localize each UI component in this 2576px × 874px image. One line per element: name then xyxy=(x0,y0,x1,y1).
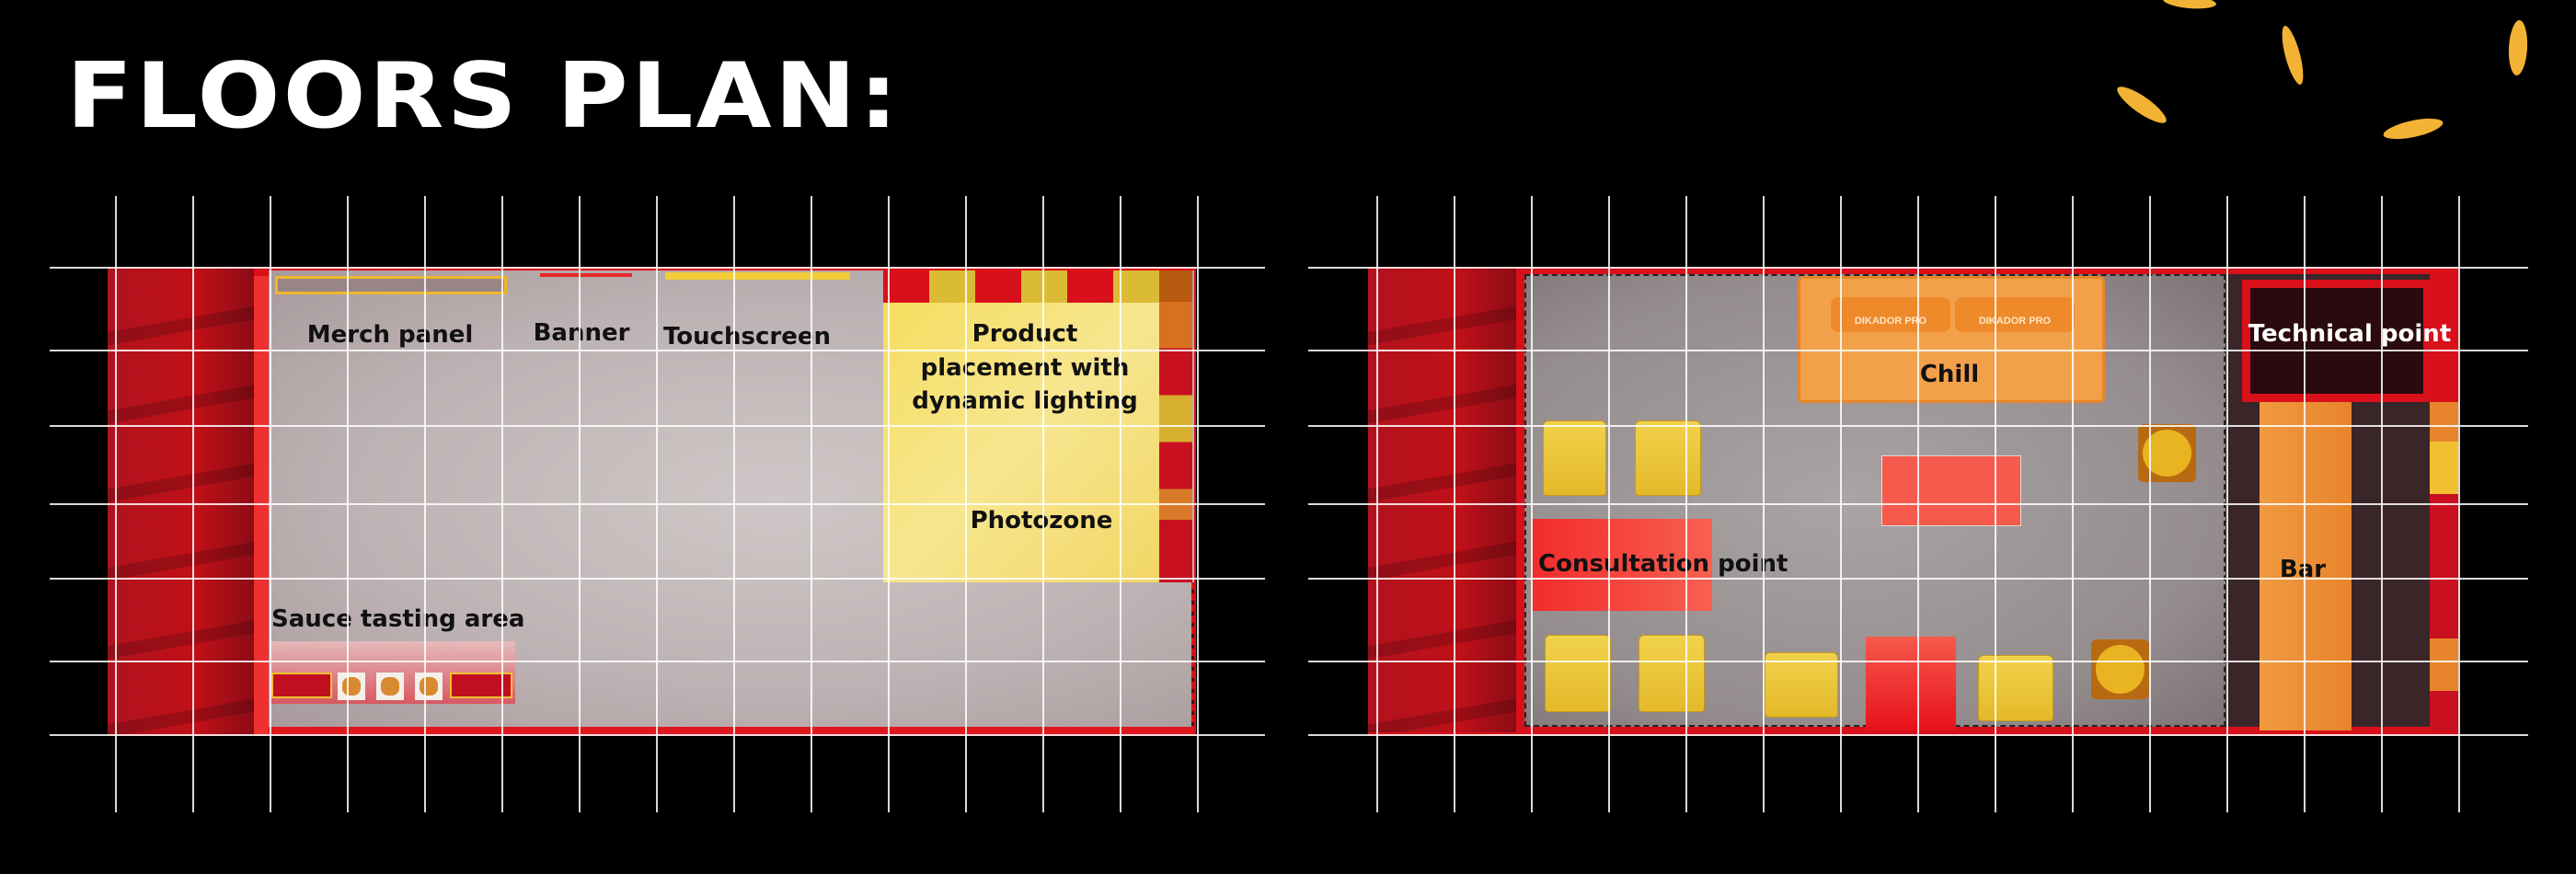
seed-icon xyxy=(2115,85,2168,125)
sauce-tasting-counter xyxy=(270,641,515,704)
grid-line-horizontal xyxy=(1308,350,2528,351)
label-consultation-point: Consultation point xyxy=(1538,550,1788,578)
sauce-rack xyxy=(271,673,332,698)
sofa-cushion: DIKADOR PRO xyxy=(1831,297,1950,332)
inner-wall xyxy=(254,276,269,736)
grid-line-horizontal xyxy=(1308,425,2528,427)
grid-line-horizontal xyxy=(50,350,1265,351)
label-product-placement-1: Product xyxy=(972,320,1078,348)
seed-icon xyxy=(2381,116,2445,142)
food-plate xyxy=(376,673,404,700)
bottom-table xyxy=(1866,637,1956,730)
touchscreen xyxy=(665,272,850,280)
grid-line-horizontal xyxy=(50,425,1265,427)
label-technical-point: Technical point xyxy=(2248,320,2452,348)
dashed-edge xyxy=(1191,582,1194,727)
grid-line-horizontal xyxy=(50,661,1265,662)
chair xyxy=(1978,655,2053,721)
chair xyxy=(1545,635,1611,712)
pouf xyxy=(2138,424,2196,482)
grid-line-horizontal xyxy=(1308,578,2528,580)
sofa: DIKADOR PRO DIKADOR PRO xyxy=(1798,276,2105,403)
center-table xyxy=(1881,455,2021,526)
stairs xyxy=(108,267,254,736)
bar-counter xyxy=(2260,402,2352,730)
grid-line-horizontal xyxy=(1308,661,2528,662)
chair xyxy=(1765,652,1838,718)
label-banner: Banner xyxy=(533,319,630,347)
grid-line-horizontal xyxy=(1308,267,2528,269)
chair xyxy=(1639,635,1705,712)
technical-point-box xyxy=(2242,280,2432,402)
label-chill: Chill xyxy=(1919,361,1980,388)
pouf xyxy=(2091,639,2149,699)
consultation-desk xyxy=(1532,519,1712,611)
food-plate xyxy=(338,673,365,700)
sofa-cushion: DIKADOR PRO xyxy=(1955,297,2075,332)
stairs xyxy=(1368,267,1516,732)
chair xyxy=(1543,420,1606,496)
red-bottom-wall xyxy=(269,727,1194,736)
page-title: FLOORS PLAN: xyxy=(66,44,902,149)
banner xyxy=(540,273,632,277)
food-plate xyxy=(415,673,443,700)
grid-line-horizontal xyxy=(50,267,1265,269)
label-photozone: Photozone xyxy=(970,507,1113,535)
merch-panel xyxy=(275,276,507,294)
seed-icon xyxy=(2161,0,2218,11)
grid-line-horizontal xyxy=(50,578,1265,580)
label-merch-panel: Merch panel xyxy=(306,321,474,349)
right-edge-stripes xyxy=(2430,402,2458,730)
label-touchscreen: Touchscreen xyxy=(662,323,832,351)
grid-line-horizontal xyxy=(1308,503,2528,505)
lighting-stripes xyxy=(883,270,1159,303)
grid-line-horizontal xyxy=(50,734,1265,736)
seed-icon xyxy=(2506,18,2530,77)
chair xyxy=(1635,420,1701,496)
label-sauce-tasting-area: Sauce tasting area xyxy=(271,605,525,633)
label-product-placement-3: dynamic lighting xyxy=(912,387,1138,415)
grid-line-horizontal xyxy=(50,503,1265,505)
label-product-placement-2: placement with xyxy=(920,354,1130,382)
seed-icon xyxy=(2280,24,2306,86)
grid-line-horizontal xyxy=(1308,734,2528,736)
